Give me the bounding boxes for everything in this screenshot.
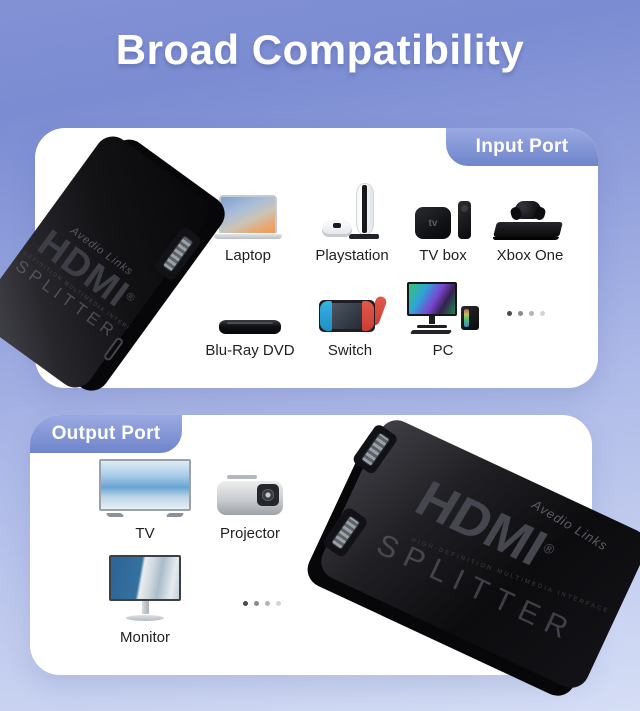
- device-item-pc: PC: [395, 278, 491, 359]
- device-label: Playstation: [315, 247, 389, 264]
- device-label: TV box: [419, 247, 467, 264]
- device-item-xbox: Xbox One: [482, 183, 578, 264]
- dot: [276, 601, 281, 606]
- dot: [243, 601, 248, 606]
- device-label: Blu-Ray DVD: [205, 342, 295, 359]
- dot: [529, 311, 534, 316]
- device-label: Switch: [327, 342, 373, 359]
- monitor-icon: [107, 555, 183, 621]
- dot: [254, 601, 259, 606]
- tv-icon: [99, 459, 191, 517]
- device-label: Xbox One: [496, 247, 564, 264]
- device-item-bluray: Blu-Ray DVD: [202, 278, 298, 359]
- playstation-icon: [322, 183, 382, 239]
- laptop-icon: [214, 195, 282, 239]
- device-label: Projector: [219, 525, 281, 542]
- device-item-monitor: Monitor: [85, 553, 205, 646]
- device-label: PC: [432, 342, 454, 359]
- dot: [540, 311, 545, 316]
- device-item-switch: Switch: [302, 278, 398, 359]
- xbox-icon: [493, 201, 565, 239]
- device-item-tv: TV: [85, 459, 205, 542]
- dot: [265, 601, 270, 606]
- more-devices-dots: [507, 311, 545, 316]
- device-item-tvbox: tv TV box: [395, 183, 491, 264]
- device-item-projector: Projector: [202, 461, 298, 542]
- input-port-badge: Input Port: [446, 128, 598, 166]
- projector-icon: [217, 475, 283, 517]
- dot: [518, 311, 523, 316]
- dot: [507, 311, 512, 316]
- nintendo-switch-icon: [319, 295, 388, 334]
- device-label: Laptop: [225, 247, 271, 264]
- bluray-player-icon: [219, 320, 281, 334]
- device-item-laptop: Laptop: [200, 183, 296, 264]
- page-title: Broad Compatibility: [115, 26, 525, 73]
- tv-box-icon: tv: [415, 199, 471, 239]
- more-devices-dots: [243, 601, 281, 606]
- output-port-badge: Output Port: [30, 415, 182, 453]
- gaming-pc-icon: [405, 282, 481, 334]
- device-label: TV: [135, 525, 155, 542]
- device-item-playstation: Playstation: [304, 183, 400, 264]
- remote-icon: [458, 201, 471, 239]
- device-label: Monitor: [119, 629, 171, 646]
